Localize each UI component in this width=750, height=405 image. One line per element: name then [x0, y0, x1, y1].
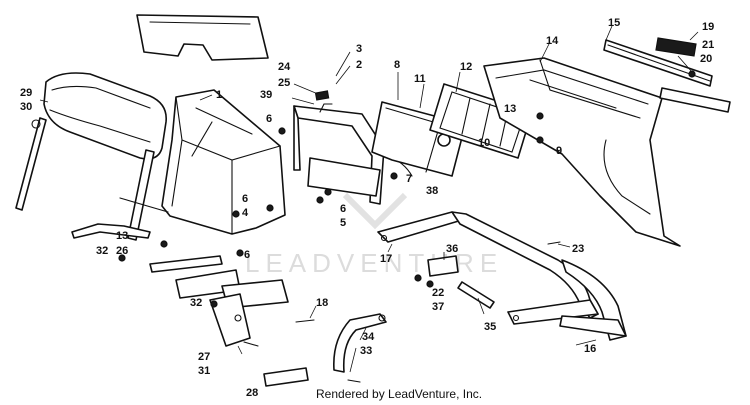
callout-24: 24 — [278, 61, 291, 73]
callout-13b: 13 — [116, 230, 128, 242]
callout-32b: 32 — [190, 297, 202, 309]
callout-36: 36 — [446, 243, 458, 255]
callout-31: 31 — [198, 365, 210, 377]
part-34-support — [333, 313, 387, 373]
callout-14: 14 — [546, 35, 559, 47]
callout-2: 2 — [356, 59, 362, 71]
callout-23: 23 — [572, 243, 584, 255]
part-28-decal — [263, 367, 309, 387]
callout-6c: 6 — [340, 203, 346, 215]
callout-16: 16 — [584, 343, 596, 355]
callout-22: 22 — [432, 287, 444, 299]
part-19-decal — [655, 37, 697, 57]
callout-5: 5 — [340, 217, 346, 229]
watermark-logo-icon — [342, 192, 408, 230]
callout-21: 21 — [702, 39, 714, 51]
callout-20: 20 — [700, 53, 712, 65]
part-35-rod — [457, 281, 495, 309]
callout-3: 3 — [356, 43, 362, 55]
callout-33: 33 — [360, 345, 372, 357]
part-39-mount-bracket — [293, 90, 385, 205]
callout-35: 35 — [484, 321, 496, 333]
callout-25: 25 — [278, 77, 290, 89]
callout-39: 39 — [260, 89, 272, 101]
callout-13a: 13 — [504, 103, 516, 115]
fasteners — [118, 112, 561, 383]
callout-19: 19 — [702, 21, 714, 33]
part-36-clamp — [427, 255, 459, 277]
callout-11: 11 — [414, 73, 426, 85]
callout-7: 7 — [406, 173, 412, 185]
callout-6d: 6 — [244, 249, 250, 261]
part-16-bumper-guard — [559, 259, 627, 341]
part-29-backrest — [15, 72, 167, 241]
part-24-mat — [136, 14, 269, 61]
callout-27: 27 — [198, 351, 210, 363]
part-17-bumper-frame — [377, 211, 599, 325]
part-20-strip — [659, 87, 731, 113]
callout-12: 12 — [460, 61, 472, 73]
callout-32a: 32 — [96, 245, 108, 257]
callout-30: 30 — [20, 101, 32, 113]
callout-4: 4 — [242, 207, 249, 219]
callout-10: 10 — [478, 137, 490, 149]
callout-6b: 6 — [242, 193, 248, 205]
callout-17: 17 — [380, 253, 392, 265]
callout-18: 18 — [316, 297, 328, 309]
callout-8: 8 — [394, 59, 400, 71]
callout-38: 38 — [426, 185, 438, 197]
callout-29: 29 — [20, 87, 32, 99]
part-21-hardware — [688, 70, 696, 78]
callout-37: 37 — [432, 301, 444, 313]
callout-6a: 6 — [266, 113, 272, 125]
callout-28: 28 — [246, 387, 258, 399]
leader-lines — [39, 25, 699, 373]
callout-9: 9 — [556, 145, 562, 157]
callout-26: 26 — [116, 245, 128, 257]
callout-1: 1 — [216, 89, 222, 101]
footer-credit: Rendered by LeadVenture, Inc. — [316, 387, 482, 401]
part-1-storage-box — [119, 89, 286, 235]
callouts: 1 2 3 4 5 6 6 6 6 7 8 9 10 11 12 13 13 1… — [20, 17, 714, 399]
callout-34: 34 — [362, 331, 375, 343]
part-hinge-bracket — [71, 223, 289, 347]
callout-15: 15 — [608, 17, 620, 29]
watermark-text: LEADVENTURE — [245, 248, 503, 278]
